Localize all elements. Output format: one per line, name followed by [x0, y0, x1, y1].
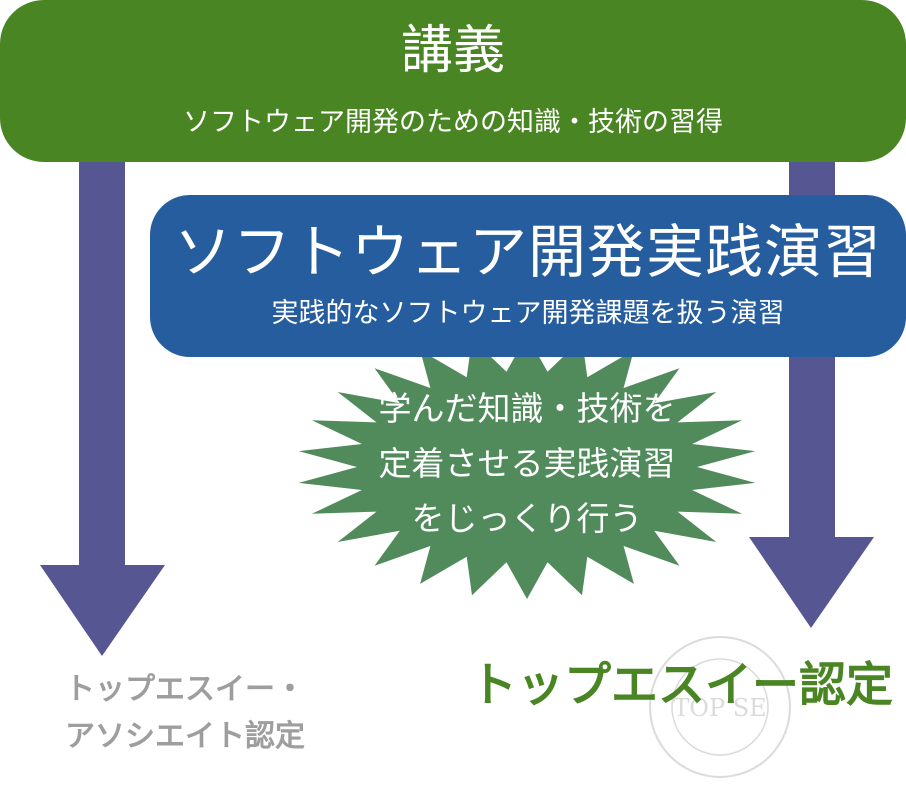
associate-cert-line-1: トップエスイー・ — [65, 672, 305, 707]
practice-subtitle: 実践的なソフトウェア開発課題を扱う演習 — [271, 298, 785, 329]
practice-title: ソフトウェア開発実践演習 — [173, 218, 882, 286]
left-arrow — [40, 150, 165, 656]
seal-watermark: TOP SE — [649, 636, 791, 778]
starburst-shape — [298, 335, 756, 599]
main-cert-label: トップエスイー認定 — [470, 658, 893, 713]
practice-box: ソフトウェア開発実践演習 実践的なソフトウェア開発課題を扱う演習 — [150, 195, 906, 357]
burst-line-2: 定着させる実践演習 — [378, 444, 676, 483]
lecture-subtitle: ソフトウェア開発のための知識・技術の習得 — [183, 107, 723, 138]
svg-text:TOP SE: TOP SE — [673, 694, 766, 722]
associate-cert-line-2: アソシエイト認定 — [65, 719, 305, 754]
burst-line-1: 学んだ知識・技術を — [378, 389, 676, 428]
burst-line-3: をじっくり行う — [411, 499, 643, 538]
lecture-box: 講義 ソフトウェア開発のための知識・技術の習得 — [0, 0, 906, 162]
lecture-title: 講義 — [400, 21, 505, 81]
